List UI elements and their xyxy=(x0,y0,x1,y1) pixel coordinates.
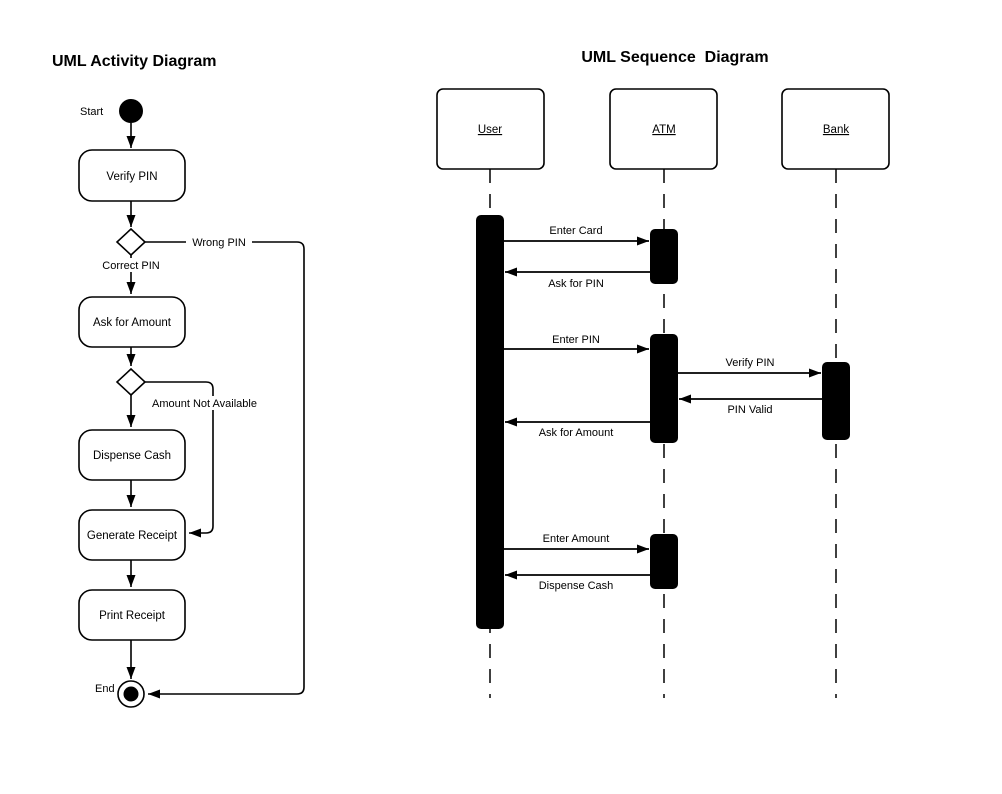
edge-amount-not-available-to-generate-receipt xyxy=(145,381,214,538)
message-label-verify-pin: Verify PIN xyxy=(726,357,775,369)
lifeline-head-atm xyxy=(609,88,718,170)
lifeline-head-label-bank: Bank xyxy=(823,124,849,136)
activity-node-generate-receipt xyxy=(78,509,186,561)
edge-label-amount-not-available: Amount Not Available xyxy=(152,398,257,410)
activation-bar-bank xyxy=(822,362,850,440)
lifeline-head-label-user: User xyxy=(478,124,502,136)
end-node-inner xyxy=(123,686,139,702)
sequence-diagram-title: UML Sequence Diagram xyxy=(581,49,768,66)
amount-not-available-label-bg xyxy=(150,396,272,410)
activity-node-label-dispense-cash: Dispense Cash xyxy=(93,450,171,462)
activation-bar-atm-3 xyxy=(650,534,678,589)
sequence-diagram: UML Sequence Diagram User ATM Bank Enter… xyxy=(436,49,890,698)
end-label: End xyxy=(95,683,115,695)
activation-bar-atm-1 xyxy=(650,229,678,284)
edge-label-correct-pin: Correct PIN xyxy=(102,260,160,272)
message-label-ask-for-amount: Ask for Amount xyxy=(539,427,614,439)
activity-node-print-receipt xyxy=(78,589,186,641)
correct-pin-label-bg xyxy=(97,258,165,272)
lifeline-head-user xyxy=(436,88,545,170)
start-node xyxy=(119,99,143,123)
activation-bar-atm-2 xyxy=(650,334,678,443)
activity-diagram: UML Activity Diagram Start Verify PIN As… xyxy=(52,53,305,708)
message-label-enter-card: Enter Card xyxy=(549,225,602,237)
activity-node-ask-for-amount xyxy=(78,296,186,348)
message-label-pin-valid: PIN Valid xyxy=(727,404,772,416)
activity-node-label-generate-receipt: Generate Receipt xyxy=(87,530,178,542)
lifeline-head-label-atm: ATM xyxy=(652,124,675,136)
message-label-enter-pin: Enter PIN xyxy=(552,334,600,346)
activity-node-dispense-cash xyxy=(78,429,186,481)
message-label-enter-amount: Enter Amount xyxy=(543,533,610,545)
start-label: Start xyxy=(80,106,103,118)
activity-diagram-title: UML Activity Diagram xyxy=(52,53,216,70)
message-label-dispense-cash: Dispense Cash xyxy=(539,580,614,592)
lifeline-head-bank xyxy=(781,88,890,170)
activity-node-label-verify-pin: Verify PIN xyxy=(106,171,157,183)
message-label-ask-for-pin: Ask for PIN xyxy=(548,278,604,290)
edge-label-wrong-pin: Wrong PIN xyxy=(192,237,246,249)
decision-diamond-pin xyxy=(115,227,147,257)
activity-node-label-print-receipt: Print Receipt xyxy=(99,610,166,622)
activity-node-label-ask-for-amount: Ask for Amount xyxy=(93,317,172,329)
activity-node-verify-pin xyxy=(78,149,186,202)
edge-wrong-pin-to-end xyxy=(145,241,305,699)
decision-diamond-amount xyxy=(115,367,147,397)
wrong-pin-label-bg xyxy=(186,234,252,250)
activation-bar-user xyxy=(476,215,504,629)
